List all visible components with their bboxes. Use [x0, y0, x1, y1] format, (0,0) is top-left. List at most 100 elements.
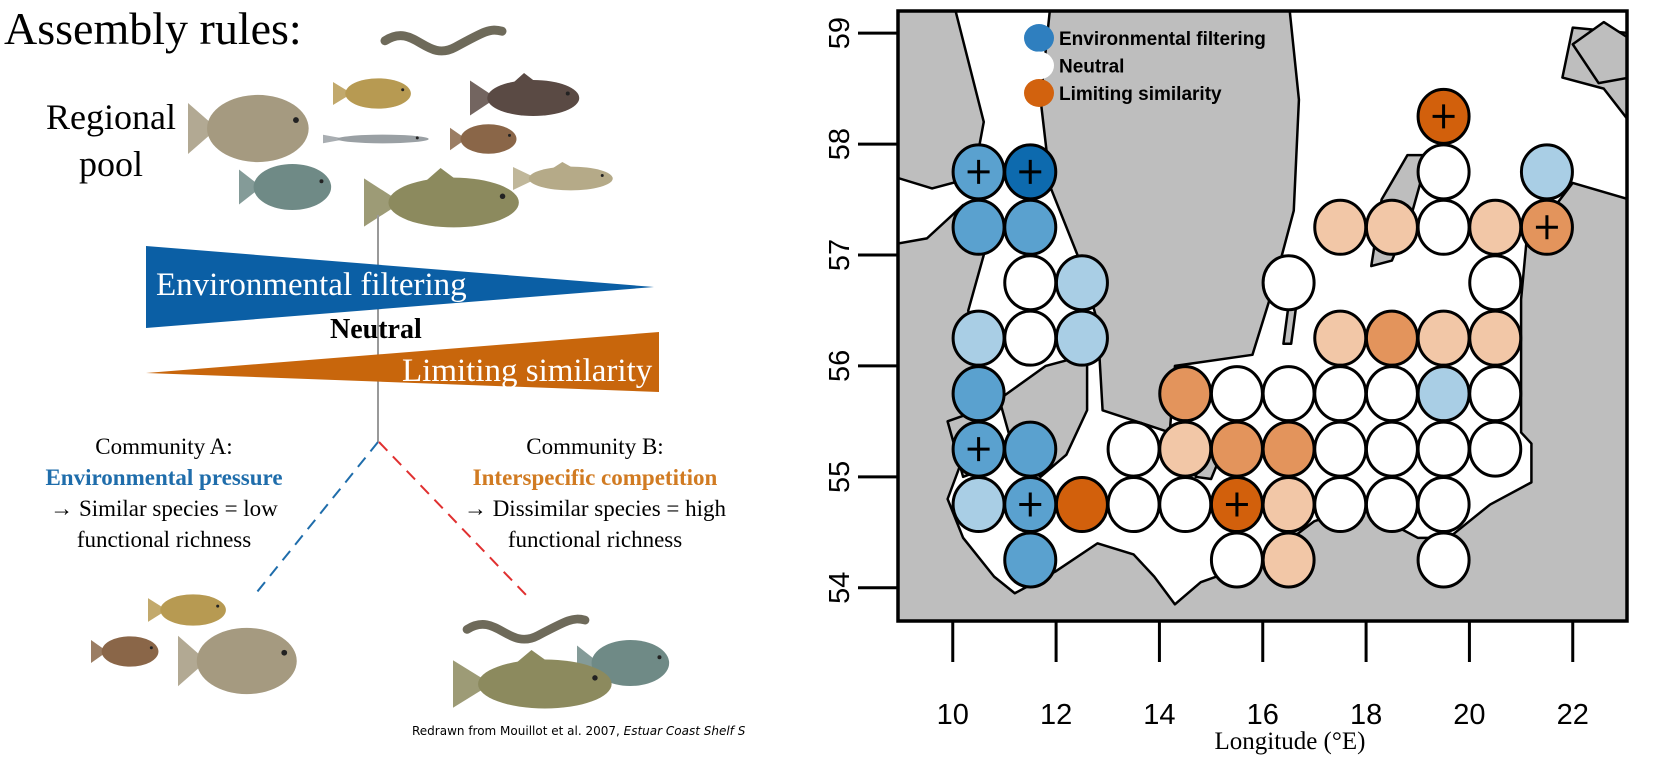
grid-cell-circle: [1313, 309, 1368, 367]
grid-cell-circle: [1468, 365, 1523, 423]
eel-icon: [380, 25, 507, 56]
grid-cell-point: [1261, 365, 1316, 423]
grid-cell-point: [1003, 254, 1058, 312]
turbot-icon: [188, 94, 309, 163]
grid-cell-circle: [1261, 476, 1316, 534]
significance-plus-icon: [1019, 492, 1042, 517]
grid-cell-point: [1519, 143, 1574, 201]
significance-plus-icon: [967, 159, 990, 184]
legend-item: Environmental filtering: [1024, 24, 1266, 52]
grid-cell-circle: [1261, 365, 1316, 423]
y-tick-label: 55: [824, 461, 856, 493]
significance-plus-icon: [1019, 159, 1042, 184]
citation-journal: Estuar Coast Shelf S: [623, 724, 746, 738]
grid-cell-circle: [1313, 198, 1368, 256]
grid-cell-point: [1416, 476, 1471, 534]
grid-cell-point: [1106, 420, 1161, 478]
significance-plus-icon: [1225, 492, 1248, 517]
grid-cell-point: [1054, 254, 1109, 312]
community-a-process: Environmental pressure: [45, 465, 283, 490]
grid-cell-point: [1313, 365, 1368, 423]
x-tick-label: 10: [937, 699, 969, 731]
grid-cell-point: [1054, 476, 1109, 534]
significance-plus-icon: [1432, 104, 1455, 129]
community-a-line1: → Similar species = low: [50, 496, 278, 521]
lumpsucker-icon: [239, 164, 332, 210]
y-tick-label: 57: [824, 239, 856, 271]
sandeel-icon: [323, 134, 429, 144]
community-b-process: Interspecific competition: [472, 465, 718, 490]
grid-cell-point: [1003, 143, 1058, 201]
grid-cell-point: [1003, 476, 1058, 534]
legend-item: Limiting similarity: [1024, 79, 1222, 107]
grid-cell-circle: [1416, 198, 1471, 256]
x-tick-label: 16: [1247, 699, 1279, 731]
grid-cell-circle: [1054, 309, 1109, 367]
grid-cell-circle: [1158, 420, 1213, 478]
grid-cell-circle: [1416, 309, 1471, 367]
grid-cell-point: [951, 365, 1006, 423]
grid-cell-point: [1209, 420, 1264, 478]
grid-cell-circle: [1364, 420, 1419, 478]
community-b-line2: functional richness: [507, 527, 683, 552]
x-tick-label: 12: [1040, 699, 1072, 731]
grid-cell-circle: [1003, 198, 1058, 256]
legend-swatch: [1024, 79, 1054, 107]
grid-cell-point: [1364, 309, 1419, 367]
environmental-filtering-wedge: [146, 246, 654, 328]
citation: Redrawn from Mouillot et al. 2007, Estua…: [412, 724, 745, 738]
grid-cell-circle: [1468, 420, 1523, 478]
community-a-text: Community A: Environmental pressure → Si…: [4, 431, 324, 555]
grid-cell-point: [1003, 531, 1058, 589]
plaice-icon: [148, 594, 226, 626]
significance-plus-icon: [1535, 215, 1558, 240]
grid-cell-circle: [1003, 531, 1058, 589]
grid-cell-point: [1519, 198, 1574, 256]
limiting-similarity-wedge: [146, 332, 659, 392]
grid-cell-point: [1416, 420, 1471, 478]
regional-pool-label-line2: pool: [78, 144, 143, 184]
grid-cell-point: [951, 143, 1006, 201]
community-b-branch: [378, 441, 528, 597]
community-a-branch: [256, 441, 379, 593]
grid-cell-circle: [1416, 143, 1471, 201]
grid-cell-point: [1003, 198, 1058, 256]
grid-cell-point: [1468, 365, 1523, 423]
grid-cell-circle: [1209, 531, 1264, 589]
grid-cell-circle: [1209, 365, 1264, 423]
grid-cell-circle: [1158, 365, 1213, 423]
grid-cell-point: [1468, 254, 1523, 312]
grid-cell-point: [1416, 87, 1471, 145]
grid-cell-point: [1158, 476, 1213, 534]
grid-cell-circle: [1468, 309, 1523, 367]
legend-swatch: [1024, 51, 1054, 80]
regional-pool-label-line1: Regional: [46, 97, 176, 137]
y-tick-label: 59: [824, 17, 856, 49]
grid-cell-circle: [1106, 476, 1161, 534]
grid-cell-point: [1261, 254, 1316, 312]
legend-label: Neutral: [1059, 57, 1124, 78]
grid-cell-point: [1003, 420, 1058, 478]
sole-icon: [91, 636, 159, 667]
grid-cell-point: [1209, 531, 1264, 589]
grid-cell-circle: [1364, 365, 1419, 423]
grid-cell-circle: [1054, 476, 1109, 534]
grid-cell-point: [1416, 198, 1471, 256]
sole-icon: [450, 124, 517, 154]
grid-cell-circle: [1416, 531, 1471, 589]
cod-icon: [364, 168, 519, 228]
x-axis-label: Longitude (°E): [1215, 728, 1366, 755]
grid-cell-circle: [1209, 420, 1264, 478]
grid-cell-point: [1158, 365, 1213, 423]
environmental-filtering-label: Environmental filtering: [156, 267, 467, 303]
cod-icon: [453, 650, 612, 709]
whiting-icon: [513, 162, 613, 191]
grid-cell-point: [951, 198, 1006, 256]
grid-cell-point: [1003, 309, 1058, 367]
grid-cell-point: [951, 420, 1006, 478]
grid-cell-point: [1364, 476, 1419, 534]
slide-title: Assembly rules:: [4, 3, 302, 54]
x-tick-label: 22: [1557, 699, 1589, 731]
